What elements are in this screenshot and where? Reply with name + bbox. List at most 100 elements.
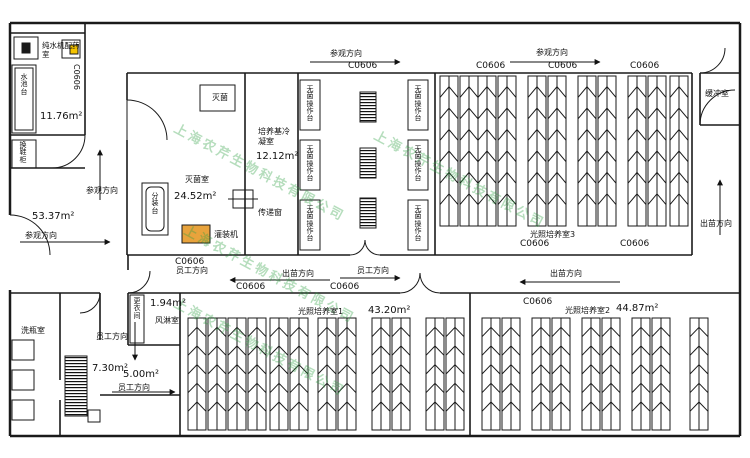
- area-light-2: 44.87m²: [616, 303, 659, 314]
- rack-shelf: [439, 85, 459, 98]
- rack-shelf: [481, 363, 501, 375]
- outer-walls: [8, 21, 742, 438]
- rack-shelf: [631, 326, 651, 338]
- code-c0606-c: C0606: [476, 61, 506, 71]
- rack-shelf: [527, 85, 547, 98]
- rack-shelf: [439, 171, 459, 184]
- rack-shelf: [597, 85, 617, 98]
- rack-shelf: [547, 193, 567, 205]
- code-c0606-i: C0606: [236, 282, 266, 292]
- rack-shelf: [651, 326, 671, 338]
- sterilizer-label: 灭菌: [212, 93, 228, 102]
- rack-shelf: [531, 401, 551, 412]
- rack-shelf: [689, 401, 709, 412]
- rack-shelf: [459, 171, 479, 184]
- rack-shelf: [477, 128, 497, 141]
- rack-shelf: [337, 326, 357, 338]
- rack-shelf: [477, 171, 497, 184]
- rack-shelf: [689, 382, 709, 394]
- light-culture-3-label: 光照培养室3: [530, 230, 576, 239]
- rack-shelf: [391, 345, 411, 356]
- rack-shelf: [627, 150, 647, 163]
- area-air-shower: 5.00m²: [123, 369, 160, 380]
- rack-shelf: [371, 401, 391, 412]
- light-culture-1-label: 光照培养室1: [298, 307, 344, 316]
- rack-shelf: [689, 363, 709, 375]
- rack-shelf: [627, 171, 647, 184]
- rack-shelf: [547, 107, 567, 120]
- rack-shelf: [631, 401, 651, 412]
- rack-shelf: [391, 401, 411, 412]
- rack-shelf: [439, 150, 459, 163]
- rack-shelf: [337, 382, 357, 394]
- sterilization-room-label: 灭菌室: [185, 175, 209, 184]
- rack-shelf: [647, 128, 667, 141]
- area-bottle-wash: 7.30m²: [92, 363, 129, 374]
- rack-shelf: [669, 193, 689, 205]
- rack-shelf: [651, 401, 671, 412]
- rack-shelf: [597, 107, 617, 120]
- rack-shelf: [497, 85, 517, 98]
- pure-water-room-label: 纯水机配药室: [42, 41, 80, 59]
- rack-shelf: [647, 107, 667, 120]
- rack-shelf: [581, 363, 601, 375]
- rack-shelf: [481, 345, 501, 356]
- sterilization-equipment: [141, 84, 258, 244]
- interior-walls: [10, 23, 740, 436]
- rack-shelf: [187, 345, 207, 356]
- rack-shelf: [577, 193, 597, 205]
- rack-shelf: [551, 345, 571, 356]
- rack-shelf: [601, 382, 621, 394]
- rack-shelf: [207, 326, 227, 338]
- rack-shelf: [597, 193, 617, 205]
- clean-bench-label-5: 无菌操作台: [414, 145, 422, 183]
- code-c0606-g: C0606: [620, 239, 650, 249]
- rack-shelf: [669, 107, 689, 120]
- rack-shelf: [597, 128, 617, 141]
- rack-shelf: [269, 401, 289, 412]
- visit-direction-label-1: 参观方向: [330, 49, 362, 58]
- rack-shelf: [207, 363, 227, 375]
- rack-shelf: [289, 345, 309, 356]
- rack-shelf: [317, 345, 337, 356]
- staff-direction-label-2: 员工方向: [357, 266, 389, 275]
- rack-shelf: [551, 363, 571, 375]
- rack-shelf: [581, 382, 601, 394]
- rack-shelf: [527, 171, 547, 184]
- rack-shelf: [459, 150, 479, 163]
- rack-shelf: [551, 382, 571, 394]
- rack-shelf: [439, 107, 459, 120]
- changing-room-label: 更衣间: [133, 297, 141, 320]
- rack-shelf: [439, 193, 459, 205]
- code-c0606-e: C0606: [630, 61, 660, 71]
- rack-shelf: [207, 345, 227, 356]
- rack-shelf: [497, 171, 517, 184]
- rack-shelf: [227, 345, 247, 356]
- rack-shelf: [501, 363, 521, 375]
- rack-shelf: [425, 401, 445, 412]
- area-changing: 1.94m²: [150, 298, 187, 309]
- staff-direction-label-4: 员工方向: [118, 383, 150, 392]
- bottle-wash-room-label: 洗瓶室: [21, 326, 45, 335]
- rack-shelf: [477, 150, 497, 163]
- rack-shelf: [337, 401, 357, 412]
- rack-shelf: [577, 128, 597, 141]
- light-culture-2-label: 光照培养室2: [565, 306, 611, 315]
- rack-shelf: [547, 150, 567, 163]
- rack-shelf: [631, 345, 651, 356]
- rack-shelf: [337, 363, 357, 375]
- area-light-1: 43.20m²: [368, 305, 411, 316]
- area-pure-water: 11.76m²: [40, 111, 83, 122]
- rack-shelf: [669, 128, 689, 141]
- rack-shelf: [459, 193, 479, 205]
- rack-shelf: [527, 107, 547, 120]
- rack-shelf: [481, 401, 501, 412]
- clean-bench-label-4: 无菌操作台: [414, 85, 422, 123]
- rack-shelf: [445, 401, 465, 412]
- rack-shelf: [647, 171, 667, 184]
- direction-arrows: [20, 59, 723, 395]
- filling-machine-label: 灌装机: [214, 230, 238, 239]
- rack-shelf: [577, 85, 597, 98]
- buffer-room-label: 缓冲室: [705, 89, 729, 98]
- code-c0606-h: C0606: [175, 257, 205, 267]
